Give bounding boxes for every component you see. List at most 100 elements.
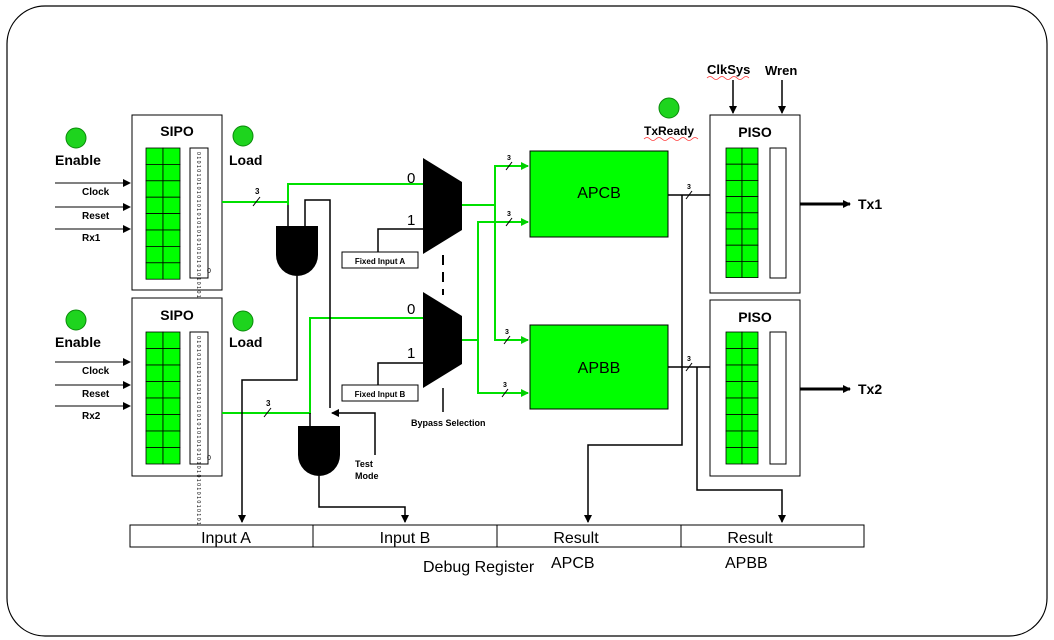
wire-and-top-to-input-a bbox=[238, 276, 298, 523]
sipo-top-cell bbox=[145, 163, 164, 182]
wire-and-bottom-to-input-b bbox=[318, 476, 409, 523]
load-label-bottom: Load bbox=[229, 334, 262, 350]
sipo-bottom-register-cells bbox=[145, 331, 181, 465]
mux-top-in1: 1 bbox=[407, 212, 415, 229]
wire-sipo-top-to-mux bbox=[222, 183, 430, 203]
tx1-label: Tx1 bbox=[858, 196, 882, 212]
piso-top-cell bbox=[741, 147, 759, 165]
clock-label-top: Clock bbox=[82, 187, 110, 198]
svg-text:3: 3 bbox=[505, 329, 509, 336]
fixed-input-b-label: Fixed Input B bbox=[355, 390, 406, 399]
sipo-top-bit-tail: 0 bbox=[207, 268, 211, 275]
piso-top-cell bbox=[725, 179, 743, 197]
mux-bottom bbox=[423, 292, 462, 388]
sipo-bottom-cell bbox=[162, 414, 181, 432]
debug-cell-input-a: Input A bbox=[201, 530, 251, 547]
enable-label-bottom: Enable bbox=[55, 334, 101, 350]
piso-top-cell bbox=[725, 260, 743, 278]
sipo-top-cell bbox=[162, 163, 181, 182]
sipo-top-title: SIPO bbox=[160, 123, 194, 139]
wren-label: Wren bbox=[765, 63, 797, 78]
sipo-top-cell bbox=[162, 196, 181, 214]
fixed-input-a-box bbox=[341, 251, 419, 269]
mux-bottom-in0: 0 bbox=[407, 301, 415, 318]
sipo-top-cell bbox=[145, 196, 164, 214]
test-mode-line1: Test bbox=[355, 459, 373, 469]
piso-top-cell bbox=[725, 228, 743, 246]
wire-test-mode bbox=[331, 409, 376, 455]
sipo-top-cell bbox=[145, 180, 164, 198]
debug-sub-apbb: APBB bbox=[725, 555, 768, 572]
sipo-bottom-cell bbox=[145, 331, 164, 349]
rx-label-top: Rx1 bbox=[82, 233, 101, 244]
sipo-top-bit-strip bbox=[189, 147, 209, 279]
sipo-bottom-bit-strip bbox=[189, 331, 209, 465]
bus-width-top-sipo: 3 bbox=[255, 187, 260, 196]
bus-slash-bottom-sipo bbox=[263, 407, 272, 418]
fixed-input-b-box bbox=[341, 384, 419, 402]
piso-top-cell bbox=[741, 228, 759, 246]
piso-bottom-cell bbox=[725, 430, 743, 448]
apcb-label: APCB bbox=[577, 185, 621, 202]
debug-cell-result-apcb: Result bbox=[553, 530, 599, 547]
sipo-bottom-cell bbox=[145, 414, 164, 432]
fixed-input-a-label: Fixed Input A bbox=[355, 257, 406, 266]
reset-label-top: Reset bbox=[82, 211, 110, 222]
svg-text:3: 3 bbox=[503, 382, 507, 389]
piso-top-cell bbox=[725, 147, 743, 165]
enable-led-bottom bbox=[65, 309, 87, 331]
sipo-top-cell bbox=[145, 262, 164, 280]
sipo-bottom-cell bbox=[145, 397, 164, 415]
bus-width-apcb-out: 3 bbox=[687, 184, 691, 191]
wire-mux-top-to-apbb bbox=[494, 205, 529, 344]
sipo-bottom-cell bbox=[145, 430, 164, 448]
debug-sub-apcb: APCB bbox=[551, 555, 595, 572]
mux-bottom-in1: 1 bbox=[407, 345, 415, 362]
bus-width-apbb-out: 3 bbox=[687, 356, 691, 363]
apcb-block bbox=[529, 150, 669, 238]
svg-text:3: 3 bbox=[507, 211, 511, 218]
piso-bottom-cell bbox=[741, 364, 759, 382]
piso-top-register-cells bbox=[725, 147, 759, 278]
bus-slashes-mux: 3 3 3 3 bbox=[501, 155, 513, 398]
sipo-top-cell bbox=[162, 147, 181, 165]
sipo-top-cell bbox=[145, 245, 164, 264]
piso-bottom-cell bbox=[725, 414, 743, 432]
piso-top-cell bbox=[741, 196, 759, 214]
sipo-top-bits: 0 1 0 1 0 1 0 1 0 1 0 1 0 1 0 1 0 1 0 1 … bbox=[195, 152, 201, 358]
piso-bottom-cell bbox=[741, 430, 759, 448]
test-mode-line2: Mode bbox=[355, 471, 379, 481]
wire-mux-bottom-to-apcb bbox=[462, 218, 529, 341]
bus-width-bottom-sipo: 3 bbox=[266, 399, 271, 408]
debug-register-caption: Debug Register bbox=[423, 559, 535, 576]
sipo-bottom-cell bbox=[162, 364, 181, 382]
sipo-bottom-cell bbox=[145, 348, 164, 366]
sipo-bottom-cell bbox=[162, 381, 181, 399]
sipo-bottom-cell bbox=[145, 447, 164, 465]
sipo-top-cell bbox=[162, 229, 181, 247]
sipo-top-register-cells bbox=[145, 147, 181, 280]
piso-bottom-cell bbox=[741, 447, 759, 465]
load-led-top bbox=[232, 125, 254, 147]
sipo-top-cell bbox=[162, 213, 181, 231]
piso-top-cell bbox=[741, 212, 759, 230]
sipo-top-cell bbox=[145, 229, 164, 247]
txready-led bbox=[658, 97, 680, 119]
piso-bottom-cell bbox=[725, 364, 743, 382]
reset-label-bottom: Reset bbox=[82, 389, 110, 400]
sipo-top-cell bbox=[162, 262, 181, 280]
piso-top-cell bbox=[741, 179, 759, 197]
wire-apcb-to-result bbox=[584, 195, 683, 523]
and-gate-bottom bbox=[298, 426, 340, 476]
piso-bottom-cell bbox=[725, 348, 743, 366]
piso-top-strip bbox=[769, 147, 787, 279]
apbb-block bbox=[529, 324, 669, 410]
sipo-bottom-cell bbox=[162, 447, 181, 465]
txready-label: TxReady bbox=[644, 124, 694, 138]
sipo-bottom-bit-tail: 0 bbox=[207, 455, 211, 462]
piso-bottom-cell bbox=[725, 331, 743, 349]
sipo-top-cell bbox=[162, 245, 181, 264]
piso-bottom-strip bbox=[769, 331, 787, 465]
